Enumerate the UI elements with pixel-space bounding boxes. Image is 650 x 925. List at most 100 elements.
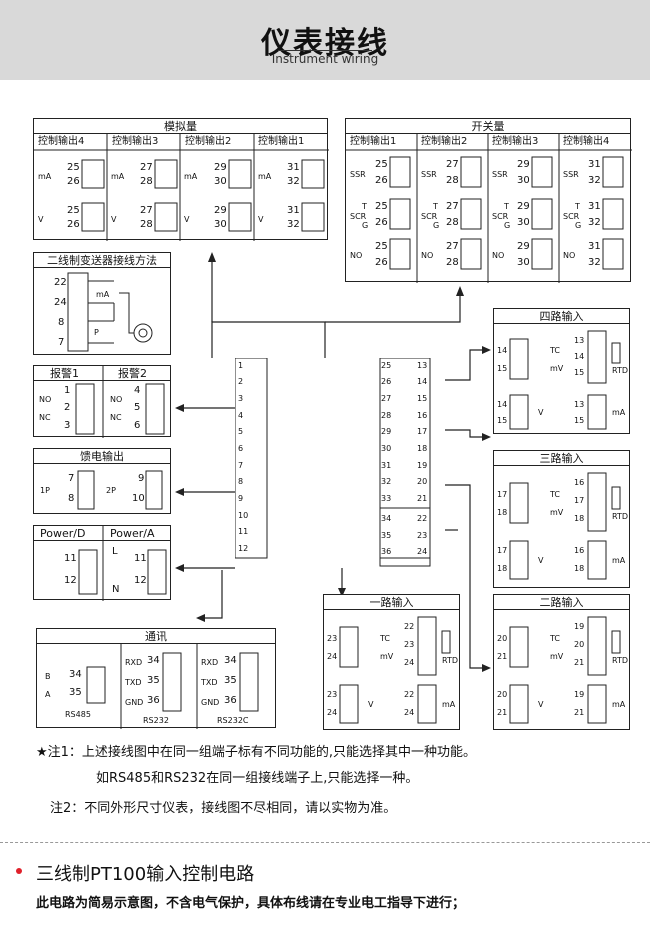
section-title: 三线制PT100输入控制电路 (36, 864, 255, 885)
al1-no: NO (39, 395, 52, 404)
al2-no: NO (110, 395, 123, 404)
rs485-t2: 35 (69, 687, 82, 698)
page-title: 仪表接线 (261, 26, 389, 61)
i1-c1: 23 (327, 690, 338, 699)
fd-t2: 8 (68, 493, 75, 504)
al2-t1: 4 (134, 385, 141, 396)
i4-ma: mA (612, 408, 626, 417)
tb-l8: 8 (238, 477, 244, 486)
analog-col-2: 控制输出3 (112, 136, 159, 147)
two-wire-drawing (67, 272, 153, 352)
comm-panel: 通讯 B A 34 35 RS485 RXD TXD GND 34 35 36 … (36, 628, 276, 729)
tb-r9: 21 (417, 494, 428, 503)
i4-a2: 15 (497, 364, 508, 373)
i2-b1: 19 (574, 622, 585, 631)
input-1-panel: 一路输入 23 24 22 23 24 TC mV RTD 23 24 V 22… (323, 594, 460, 730)
s1-ssr: SSR (350, 170, 366, 179)
s1-scr: SCR (350, 212, 367, 221)
tb-r5: 17 (417, 427, 428, 436)
tb-l11: 11 (238, 527, 249, 536)
s3-scr: SCR (492, 212, 509, 221)
alarm-drawing (75, 366, 165, 438)
i3-v: V (538, 556, 544, 565)
rs232-gnd: GND (125, 698, 144, 707)
i2-c1: 20 (497, 690, 508, 699)
al2-nc: NC (110, 413, 122, 422)
i2-rtd: RTD (612, 656, 629, 665)
s2-d: 28 (446, 217, 459, 228)
s2-t: T (433, 202, 438, 211)
s4-scr: SCR (563, 212, 580, 221)
power-title-wrap: Power/D Power/A (34, 526, 170, 541)
i3-c2: 18 (497, 564, 508, 573)
rs232c-rxd: RXD (201, 658, 219, 667)
tb-m11: 35 (381, 531, 392, 540)
tw-p: P (94, 328, 99, 337)
s4-e: 31 (588, 241, 601, 252)
i2-ma: mA (612, 700, 626, 709)
s1-e: 25 (375, 241, 388, 252)
a1-v: V (38, 215, 44, 224)
analog-col-1: 控制输出4 (38, 136, 85, 147)
i2-b3: 21 (574, 658, 585, 667)
power-a-title: Power/A (110, 527, 155, 540)
tb-l2: 2 (238, 377, 244, 386)
tb-l5: 5 (238, 427, 244, 436)
note-2: 注2：不同外形尺寸仪表，接线图不尽相同，请以实物为准。 (50, 801, 397, 816)
tb-m6: 30 (381, 444, 392, 453)
s2-no: NO (421, 251, 434, 260)
a2-v: V (111, 215, 117, 224)
tb-l9: 9 (238, 494, 244, 503)
fd-t4: 10 (132, 493, 145, 504)
tb-m8: 32 (381, 477, 392, 486)
tb-r10: 22 (417, 514, 428, 523)
rs232c-t3: 36 (224, 695, 237, 706)
page-subtitle: Instrument wiring (271, 52, 379, 66)
switch-output-panel: 开关量 控制输出1 控制输出2 控制输出3 控制输出4 25 26 25 26 … (345, 118, 632, 283)
i4-d2: 15 (574, 416, 585, 425)
i4-v: V (538, 408, 544, 417)
sw-col-1: 控制输出1 (350, 136, 397, 147)
i3-d1: 16 (574, 546, 585, 555)
tb-l10: 10 (238, 511, 249, 520)
rs232-txd: TXD (125, 678, 142, 687)
tb-m5: 29 (381, 427, 392, 436)
sw-col-3: 控制输出3 (492, 136, 539, 147)
i1-c2: 24 (327, 708, 338, 717)
s2-b: 28 (446, 175, 459, 186)
i1-d1: 22 (404, 690, 415, 699)
feed-drawing (77, 470, 163, 510)
tw-t4: 7 (58, 337, 65, 348)
rs232c-t1: 34 (224, 655, 237, 666)
i4-b1: 13 (574, 336, 585, 345)
i4-b2: 14 (574, 352, 585, 361)
rs485-b: B (45, 672, 51, 681)
a4-t3: 31 (287, 205, 300, 216)
a1-ma: mA (38, 172, 52, 181)
s2-c: 27 (446, 201, 459, 212)
alarm-panel: 报警1 报警2 1 2 3 NO NC 4 5 6 NO NC (33, 365, 171, 438)
terminal-block: 1 2 3 4 5 6 7 8 9 10 11 12 25 26 27 28 2… (235, 358, 445, 568)
tb-r7: 19 (417, 461, 428, 470)
analog-col-4: 控制输出1 (258, 136, 305, 147)
i1-tc: TC (380, 634, 391, 643)
a1-t4: 26 (67, 219, 80, 230)
tb-r1: 13 (417, 361, 428, 370)
pw-d1: 11 (64, 553, 77, 564)
tb-r4: 16 (417, 411, 428, 420)
a4-t2: 32 (287, 176, 300, 187)
pw-a2: 12 (134, 575, 147, 586)
i1-b1: 22 (404, 622, 415, 631)
s4-b: 32 (588, 175, 601, 186)
al1-nc: NC (39, 413, 51, 422)
tb-r12: 24 (417, 547, 428, 556)
s2-a: 27 (446, 159, 459, 170)
s4-no: NO (563, 251, 576, 260)
i2-d1: 19 (574, 690, 585, 699)
tb-m3: 27 (381, 394, 392, 403)
s4-t: T (575, 202, 580, 211)
a2-t1: 27 (140, 162, 153, 173)
input-4-panel: 四路输入 14 15 13 14 15 TC mV RTD 14 15 V 13… (493, 308, 630, 434)
header-band (0, 0, 650, 80)
tb-m9: 33 (381, 494, 392, 503)
